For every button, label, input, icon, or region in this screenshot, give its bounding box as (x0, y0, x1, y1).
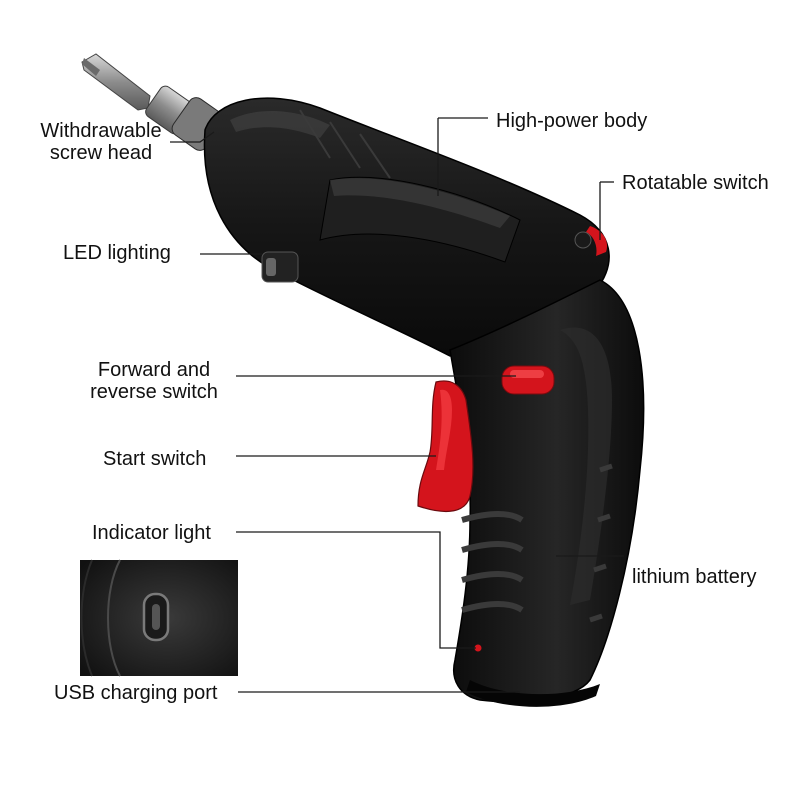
callout-forward-reverse: Forward and reverse switch (64, 359, 244, 403)
callout-high-power-body: High-power body (496, 110, 647, 132)
callout-led-lighting: LED lighting (63, 242, 171, 264)
callout-forward-reverse-line1: Forward and (64, 359, 244, 381)
callout-rotatable-switch: Rotatable switch (622, 172, 769, 194)
usb-inset (80, 560, 238, 676)
callout-indicator-light: Indicator light (92, 522, 211, 544)
callout-usb-port: USB charging port (54, 682, 217, 704)
usb-port-icon (144, 594, 168, 640)
callout-forward-reverse-line2: reverse switch (64, 381, 244, 403)
callout-screw-head: Withdrawable screw head (16, 120, 186, 164)
callout-screw-head-line1: Withdrawable (16, 120, 186, 142)
callout-screw-head-line2: screw head (16, 142, 186, 164)
callout-lithium-battery: lithium battery (632, 566, 757, 588)
callout-start-switch: Start switch (103, 448, 206, 470)
